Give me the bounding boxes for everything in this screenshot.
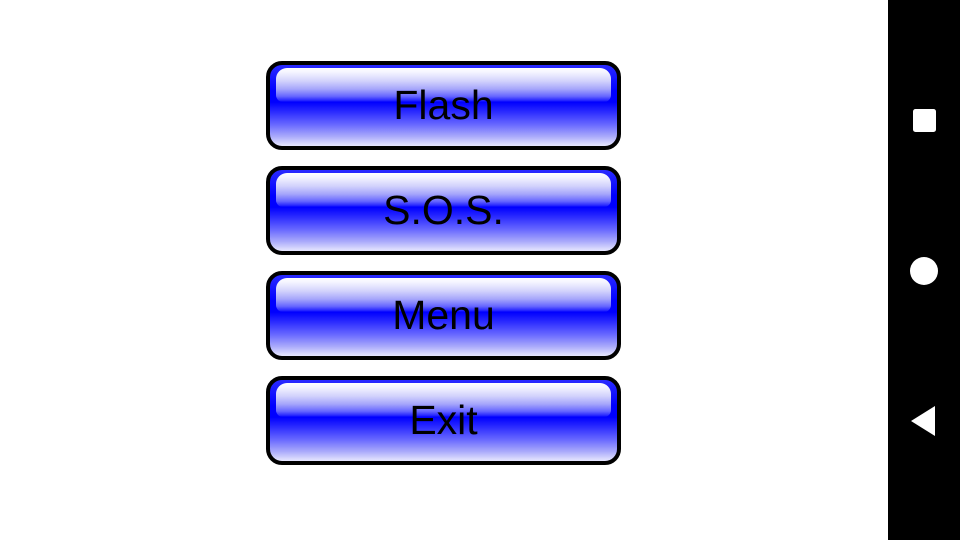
nav-home-button[interactable] (888, 235, 960, 307)
exit-button[interactable]: Exit (266, 376, 621, 465)
menu-button-label: Menu (392, 292, 495, 338)
button-gloss-highlight (276, 173, 611, 207)
nav-back-button[interactable] (888, 385, 960, 457)
circle-icon (910, 257, 938, 285)
sos-button[interactable]: S.O.S. (266, 166, 621, 255)
button-gloss-highlight (276, 68, 611, 102)
android-navigation-bar (888, 0, 960, 540)
menu-button[interactable]: Menu (266, 271, 621, 360)
flash-button[interactable]: Flash (266, 61, 621, 150)
nav-recents-button[interactable] (888, 84, 960, 156)
flash-button-label: Flash (393, 82, 494, 128)
app-content-area: Flash S.O.S. Menu Exit (266, 61, 621, 481)
button-gloss-highlight (276, 278, 611, 312)
sos-button-label: S.O.S. (383, 187, 504, 233)
triangle-left-icon (910, 406, 935, 436)
exit-button-label: Exit (409, 397, 478, 443)
square-icon (912, 108, 936, 132)
button-stack: Flash S.O.S. Menu Exit (266, 61, 621, 481)
button-gloss-highlight (276, 383, 611, 417)
